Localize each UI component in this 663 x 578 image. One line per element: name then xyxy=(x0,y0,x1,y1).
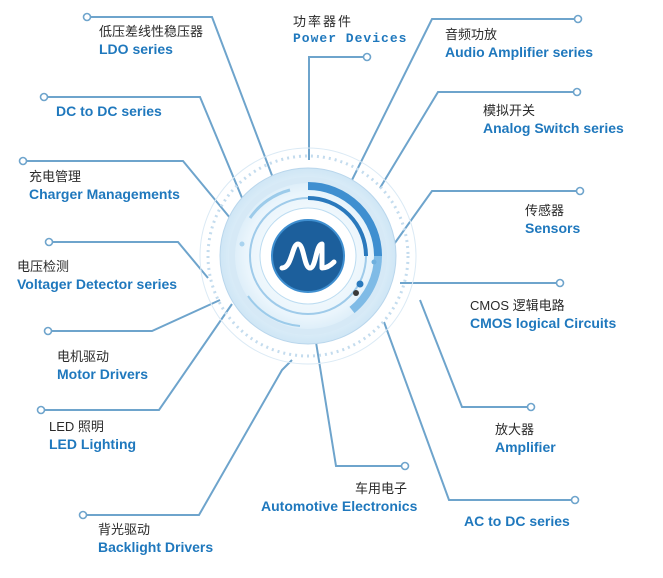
category-charger-cn: 充电管理 xyxy=(29,169,82,184)
category-amplifier-cn: 放大器 xyxy=(495,422,535,437)
category-acdc-en: AC to DC series xyxy=(464,513,570,529)
connector-dot-switch xyxy=(572,87,582,97)
connector-dot-automotive xyxy=(400,461,410,471)
category-ldo[interactable]: 低压差线性稳压器 LDO series xyxy=(99,24,203,58)
waveform-logo-icon xyxy=(271,219,345,293)
connector-acdc xyxy=(383,321,575,501)
category-backlight-cn: 背光驱动 xyxy=(98,522,151,537)
category-ldo-cn: 低压差线性稳压器 xyxy=(99,24,204,39)
category-backlight-en: Backlight Drivers xyxy=(98,539,214,555)
connector-dot-detector xyxy=(44,237,54,247)
category-detector-en: Voltager Detector series xyxy=(17,276,178,292)
connector-automotive xyxy=(314,335,405,467)
connector-dot-motor xyxy=(43,326,53,336)
category-automotive[interactable]: 车用电子 Automotive Electronics xyxy=(261,481,417,515)
connector-dot-dcdc xyxy=(39,92,49,102)
category-audio-cn: 音频功放 xyxy=(445,27,498,42)
connector-dot-charger xyxy=(18,156,28,166)
category-sensors-en: Sensors xyxy=(525,220,581,236)
connector-lines xyxy=(23,16,580,516)
category-cmos-cn: CMOS 逻辑电路 xyxy=(470,298,565,313)
category-led[interactable]: LED 照明 LED Lighting xyxy=(49,419,136,453)
connector-amplifier xyxy=(419,299,531,408)
category-amplifier-en: Amplifier xyxy=(495,439,556,455)
connector-dot-power xyxy=(362,52,372,62)
category-dcdc[interactable]: DC to DC series xyxy=(56,102,162,120)
category-switch[interactable]: 模拟开关 Analog Switch series xyxy=(483,103,624,137)
connector-backlight xyxy=(83,359,293,516)
category-ldo-en: LDO series xyxy=(99,41,173,57)
connector-dot-acdc xyxy=(570,495,580,505)
category-power[interactable]: 功率器件 Power Devices xyxy=(293,14,407,48)
connector-sensors xyxy=(391,190,580,248)
category-motor-cn: 电机驱动 xyxy=(57,349,110,364)
connector-detector xyxy=(49,241,209,279)
category-audio-en: Audio Amplifier series xyxy=(445,44,594,60)
category-switch-cn: 模拟开关 xyxy=(483,103,536,118)
category-sensors[interactable]: 传感器 Sensors xyxy=(525,203,580,237)
category-detector[interactable]: 电压检测 Voltager Detector series xyxy=(17,259,177,293)
category-sensors-cn: 传感器 xyxy=(525,203,565,218)
category-amplifier[interactable]: 放大器 Amplifier xyxy=(495,422,556,456)
connector-dot-ldo xyxy=(82,12,92,22)
category-cmos-en: CMOS logical Circuits xyxy=(470,315,617,331)
connector-dot-cmos xyxy=(555,278,565,288)
category-led-en: LED Lighting xyxy=(49,436,137,452)
category-automotive-en: Automotive Electronics xyxy=(261,498,418,514)
category-acdc[interactable]: AC to DC series xyxy=(464,512,570,530)
connector-dot-backlight xyxy=(78,510,88,520)
connector-dot-amplifier xyxy=(526,402,536,412)
category-power-cn: 功率器件 xyxy=(293,14,354,29)
category-audio[interactable]: 音频功放 Audio Amplifier series xyxy=(445,27,593,61)
category-power-en: Power Devices xyxy=(293,31,408,46)
category-led-cn: LED 照明 xyxy=(49,419,104,434)
connector-switch xyxy=(379,91,577,189)
category-backlight[interactable]: 背光驱动 Backlight Drivers xyxy=(98,522,213,556)
connector-dot-sensors xyxy=(575,186,585,196)
connector-motor xyxy=(48,299,221,332)
connector-endpoints xyxy=(18,12,585,520)
category-motor[interactable]: 电机驱动 Motor Drivers xyxy=(57,349,148,383)
category-charger-en: Charger Managements xyxy=(29,186,180,202)
category-automotive-cn: 车用电子 xyxy=(355,481,408,496)
category-cmos[interactable]: CMOS 逻辑电路 CMOS logical Circuits xyxy=(470,298,616,332)
connector-led xyxy=(41,303,233,411)
connector-dcdc xyxy=(44,96,246,206)
category-detector-cn: 电压检测 xyxy=(17,259,70,274)
category-motor-en: Motor Drivers xyxy=(57,366,149,382)
connector-ldo xyxy=(87,16,277,187)
connector-dot-led xyxy=(36,405,46,415)
connector-charger xyxy=(23,160,241,231)
category-dcdc-en: DC to DC series xyxy=(56,103,162,119)
connector-dot-audio xyxy=(573,14,583,24)
category-charger[interactable]: 充电管理 Charger Managements xyxy=(29,169,180,203)
connector-audio xyxy=(351,18,578,181)
category-switch-en: Analog Switch series xyxy=(483,120,624,136)
connector-power xyxy=(308,56,367,160)
